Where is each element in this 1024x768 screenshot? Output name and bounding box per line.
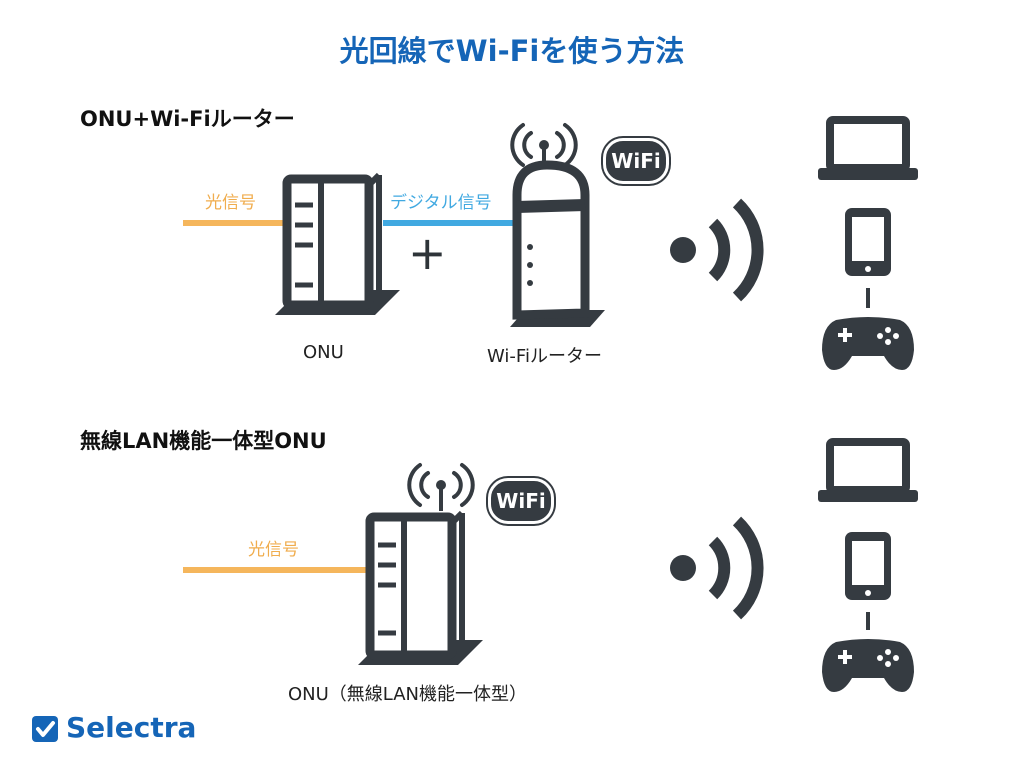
section1-optical-signal-label: 光信号	[205, 193, 256, 213]
wifi-badge-icon-2: WiFi	[488, 478, 554, 524]
integrated-onu-label: ONU（無線LAN機能一体型）	[288, 684, 528, 705]
smartphone-icon	[845, 208, 891, 276]
wifi-badge-icon: WiFi	[603, 138, 669, 184]
laptop-icon	[818, 116, 918, 180]
section1-heading: ONU+Wi-Fiルーター	[80, 107, 295, 131]
laptop-icon-2	[818, 438, 918, 502]
plus-sign: +	[408, 226, 447, 280]
onu-label: ONU	[303, 342, 344, 363]
page-title: 光回線でWi-Fiを使う方法	[339, 34, 685, 68]
section1-devices	[818, 116, 918, 370]
brand-name: Selectra	[66, 711, 197, 744]
router-label: Wi-Fiルーター	[487, 346, 602, 367]
digital-signal-label: デジタル信号	[390, 193, 492, 213]
brand-logo: Selectra	[32, 711, 232, 746]
section2-heading: 無線LAN機能一体型ONU	[80, 429, 327, 453]
onu-device-icon	[275, 172, 400, 315]
wireless-signal-icon-2	[670, 516, 764, 620]
checkmark-icon	[32, 716, 58, 742]
wifi-router-icon	[510, 123, 605, 327]
section2-devices	[818, 438, 918, 692]
section2-optical-signal-label: 光信号	[248, 540, 299, 560]
gamepad-icon	[822, 317, 914, 370]
wireless-signal-icon	[670, 198, 764, 302]
gamepad-icon-2	[822, 639, 914, 692]
smartphone-icon-2	[845, 532, 891, 600]
integrated-onu-icon	[358, 463, 483, 665]
